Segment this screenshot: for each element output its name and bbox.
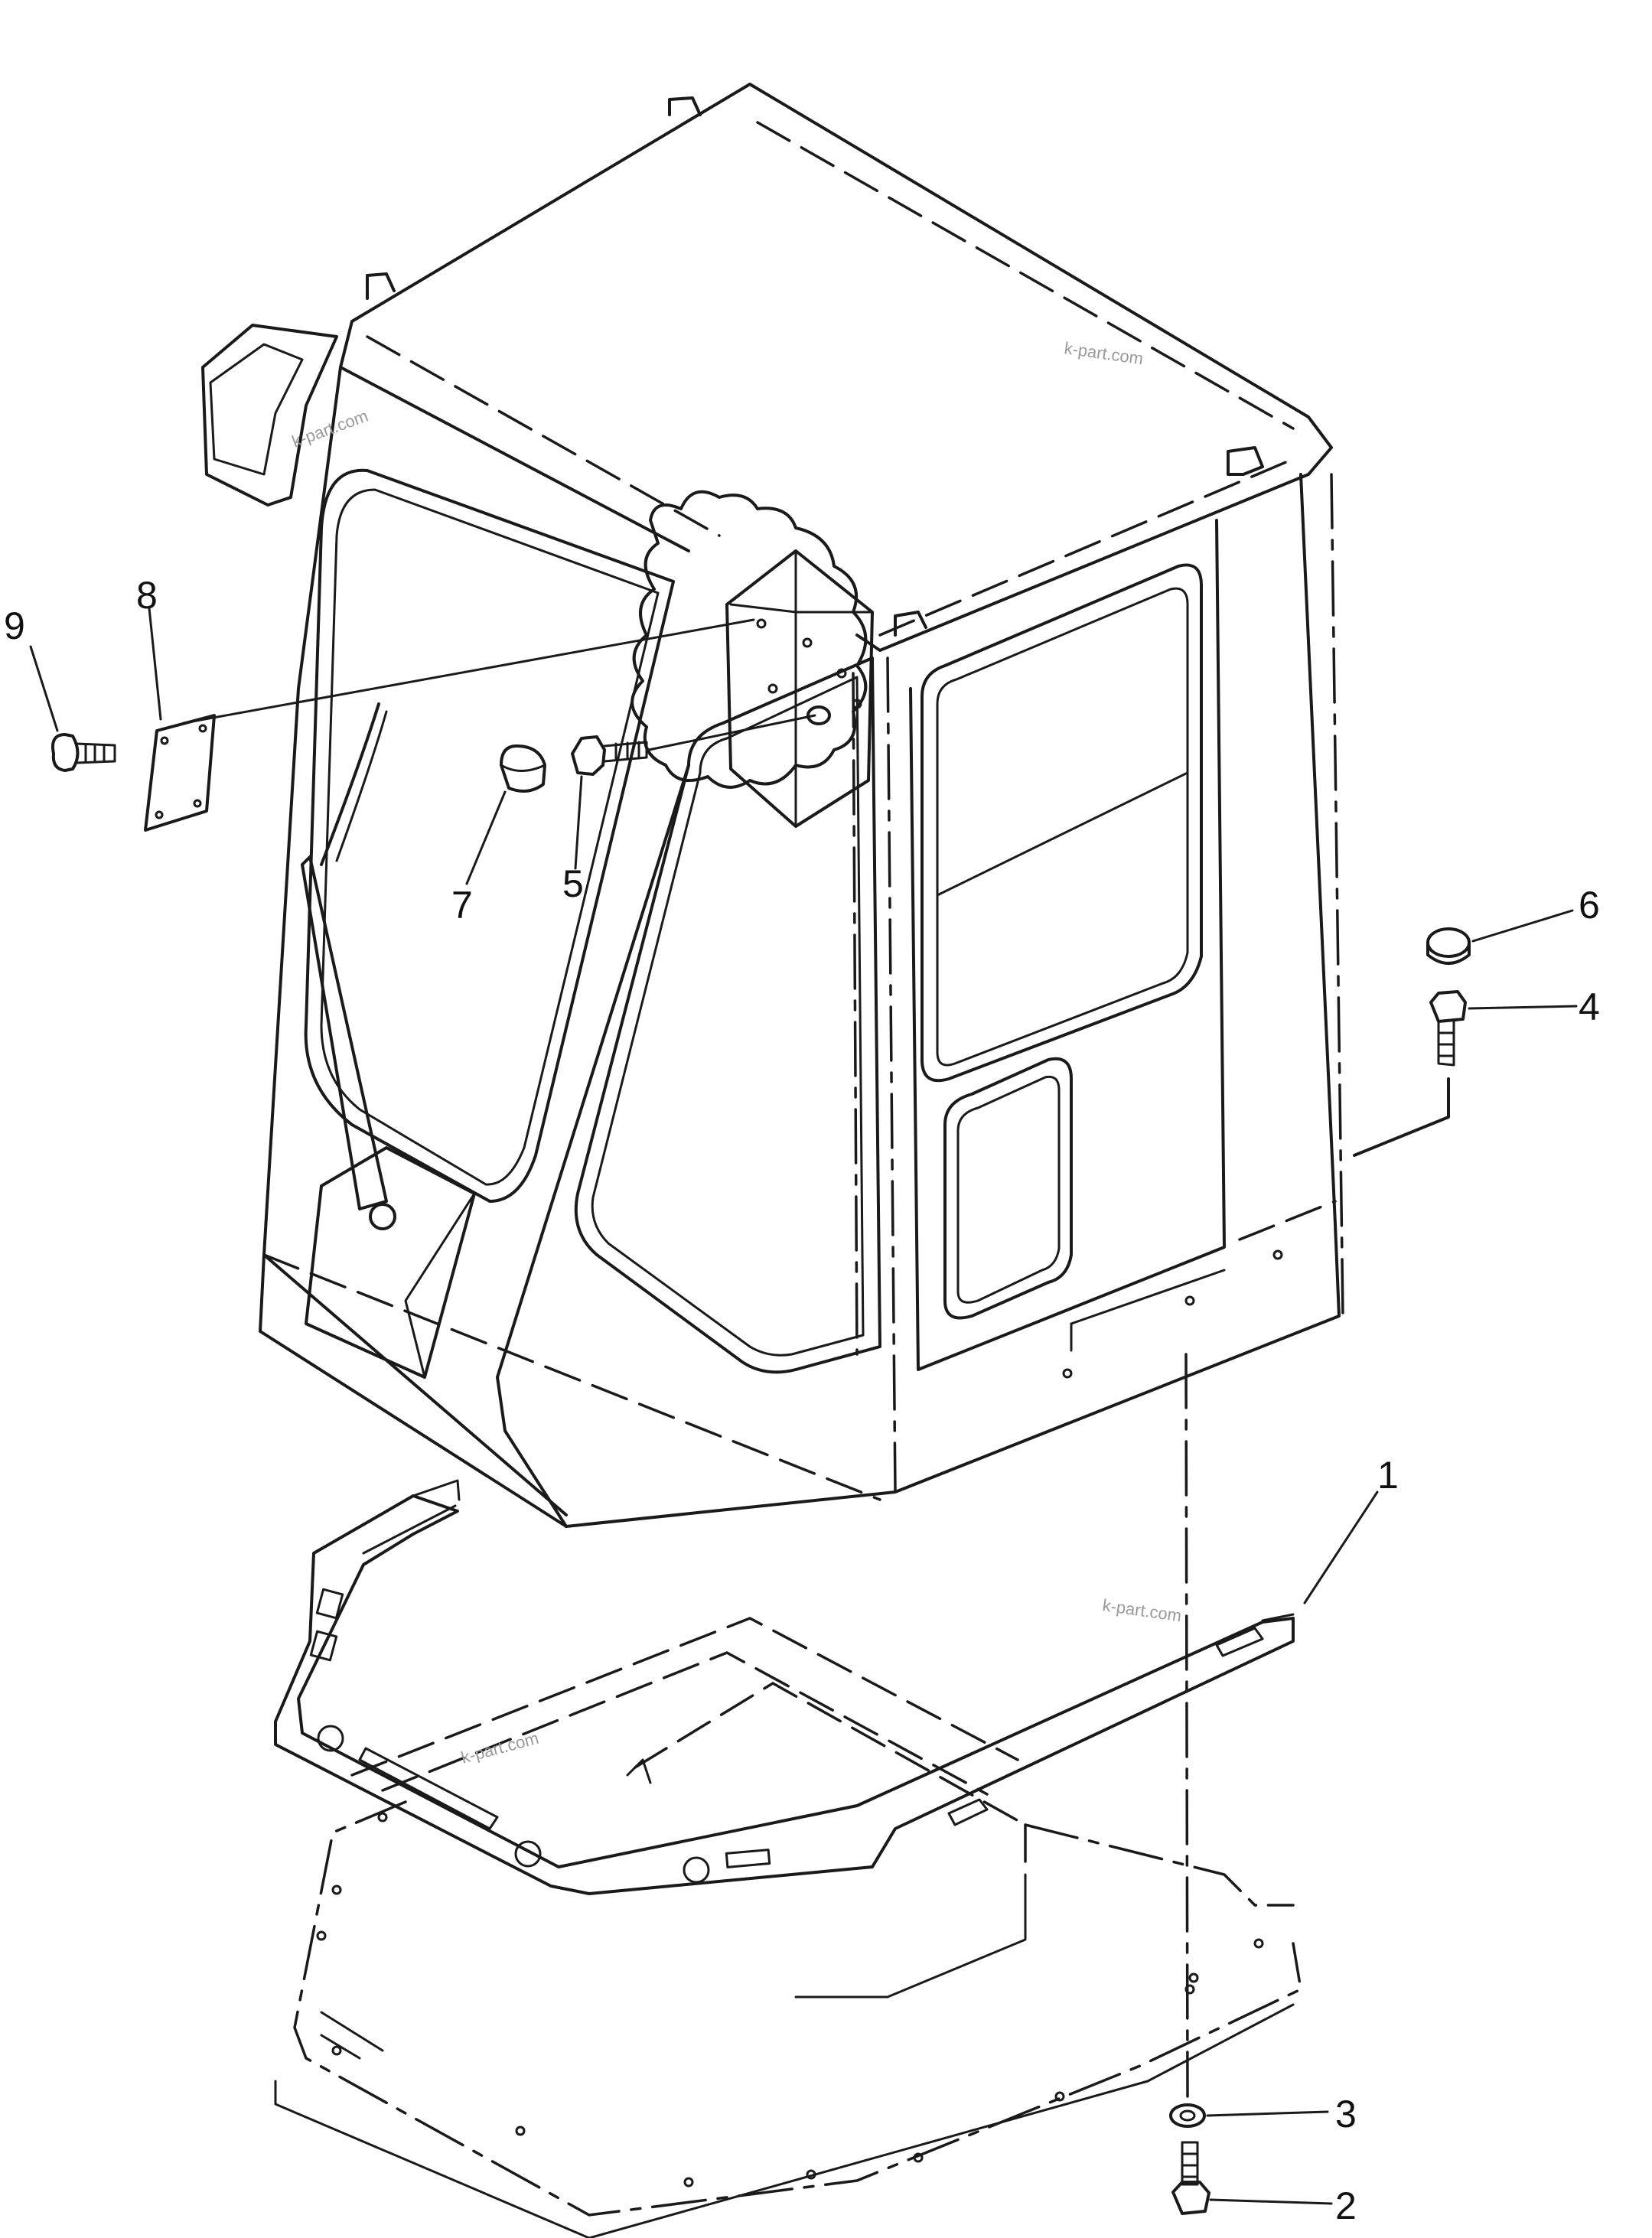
- part-8-cover-plate: [144, 618, 755, 832]
- part-3-washer: [1169, 2103, 1206, 2128]
- callout-3: 3: [1335, 2093, 1357, 2135]
- part-9-screw: [51, 733, 116, 772]
- watermark: k-part.com: [1063, 338, 1144, 368]
- leader-lines: [29, 607, 1578, 2205]
- seal-gasket: [274, 1479, 1295, 1895]
- part-5-bolt: [571, 714, 816, 776]
- part-2-bolt: [1171, 2141, 1210, 2215]
- part-6-cap: [1426, 927, 1471, 965]
- callout-6: 6: [1579, 884, 1600, 927]
- watermark: k-part.com: [459, 1728, 541, 1767]
- cab-floor-plate: [274, 1617, 1302, 2238]
- callout-1: 1: [1377, 1454, 1399, 1497]
- mounting-axis-line: [1184, 1353, 1189, 2098]
- callout-4: 4: [1579, 985, 1600, 1028]
- callout-5: 5: [562, 862, 584, 905]
- part-4-bolt: [1353, 990, 1467, 1157]
- callout-8: 8: [136, 574, 158, 617]
- callout-2: 2: [1335, 2184, 1357, 2227]
- watermark: k-part.com: [1101, 1595, 1182, 1625]
- part-7-cap: [500, 744, 546, 793]
- operator-cab: [201, 83, 1344, 1528]
- callout-9: 9: [4, 604, 25, 647]
- callout-7: 7: [451, 884, 473, 927]
